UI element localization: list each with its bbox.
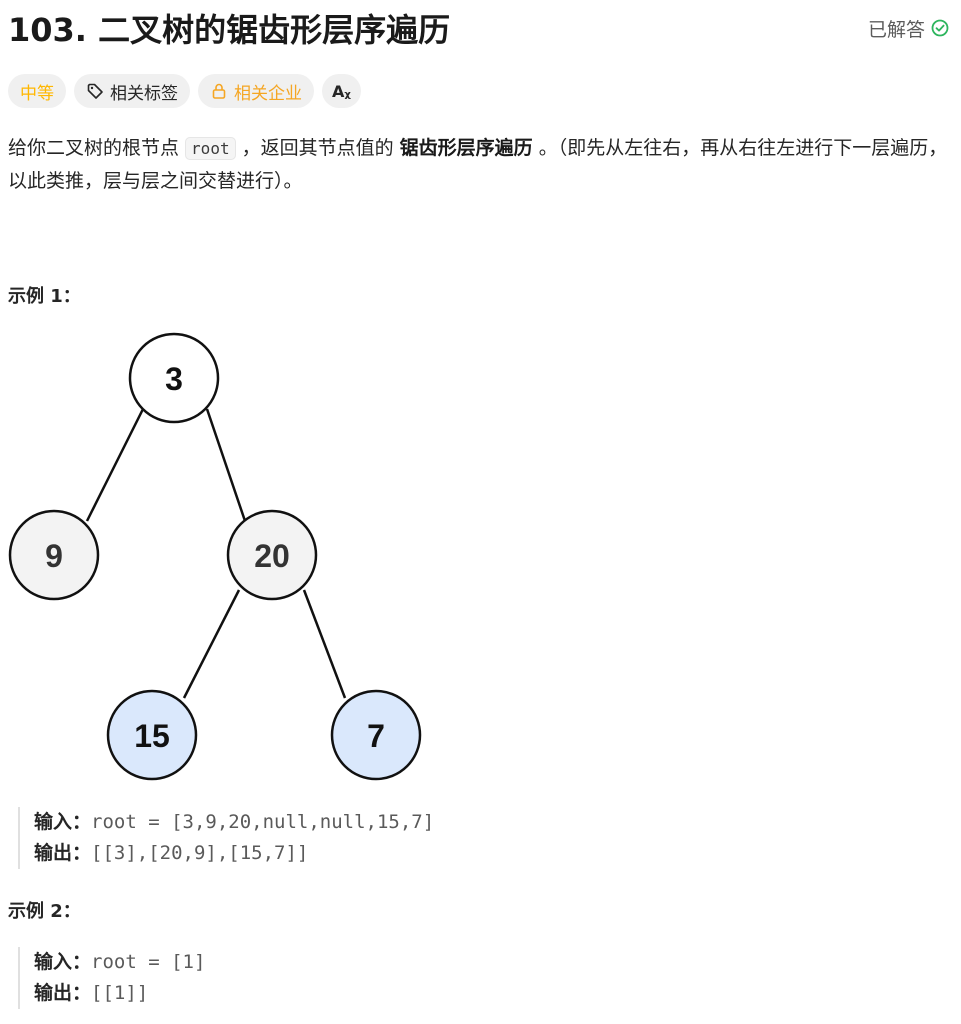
example-2-title: 示例 2： [8, 901, 81, 922]
input-value: root = [1] [91, 951, 206, 973]
difficulty-badge[interactable]: 中等 [8, 74, 66, 108]
lock-icon [212, 83, 226, 99]
tree-node-root: 3 [128, 332, 220, 424]
output-value: [[1]] [91, 982, 149, 1004]
output-value: [[3],[20,9],[15,7]] [91, 842, 309, 864]
description-text-1: 给你二叉树的根节点 [8, 137, 186, 159]
tree-node-right: 20 [226, 509, 318, 601]
tree-edge [182, 589, 241, 699]
tree-node-left: 9 [8, 509, 100, 601]
description-text-3: 。（即先从左往右，再从右往左进行下一层遍历，以此类推，层与层之间交替进行）。 [8, 137, 948, 192]
tree-node-label: 15 [134, 718, 170, 754]
input-value: root = [3,9,20,null,null,15,7] [91, 811, 435, 833]
inline-code-root: root [185, 137, 236, 160]
related-companies-label: 相关企业 [234, 83, 302, 104]
problem-title[interactable]: 103. 二叉树的锯齿形层序遍历 [8, 11, 451, 49]
example-1-io: 输入：root = [3,9,20,null,null,15,7] 输出：[[3… [18, 807, 434, 869]
difficulty-label: 中等 [20, 83, 54, 104]
tree-edge [205, 408, 247, 522]
solved-label: 已解答 [867, 18, 925, 41]
tree-node-label: 9 [45, 538, 63, 574]
example-1-output-line: 输出：[[3],[20,9],[15,7]] [34, 838, 434, 869]
example-1-input-line: 输入：root = [3,9,20,null,null,15,7] [34, 807, 434, 838]
related-tags-button[interactable]: 相关标签 [74, 74, 190, 108]
output-label: 输出： [34, 982, 92, 1004]
tag-bar: 中等 相关标签 相关企业 Aᵪ [8, 74, 361, 108]
tree-node-label: 20 [254, 538, 290, 574]
solved-status: 已解答 [868, 15, 949, 42]
output-label: 输出： [34, 842, 92, 864]
example-2-input-line: 输入：root = [1] [34, 947, 205, 978]
tree-node-right-left: 15 [106, 689, 198, 781]
related-companies-button[interactable]: 相关企业 [198, 74, 314, 108]
tag-icon [87, 83, 103, 99]
example-1-title: 示例 1： [8, 286, 81, 307]
example-2-output-line: 输出：[[1]] [34, 978, 205, 1009]
related-tags-label: 相关标签 [110, 83, 178, 104]
description-bold: 锯齿形层序遍历 [399, 137, 533, 159]
check-circle-icon [931, 19, 949, 37]
tree-node-right-right: 7 [330, 689, 422, 781]
translate-button[interactable]: Aᵪ [322, 74, 361, 108]
title-row: 103. 二叉树的锯齿形层序遍历 已解答 [8, 4, 949, 52]
tree-edge [302, 589, 347, 699]
tree-edge [85, 408, 145, 522]
translate-icon: Aᵪ [332, 81, 351, 101]
problem-description: 给你二叉树的根节点 root ，返回其节点值的 锯齿形层序遍历 。（即先从左往右… [8, 132, 948, 197]
input-label: 输入： [34, 951, 92, 973]
example-1-tree-diagram: 3 9 20 15 7 [8, 332, 422, 781]
example-2-io: 输入：root = [1] 输出：[[1]] [18, 947, 205, 1009]
description-text-2: ，返回其节点值的 [235, 137, 400, 159]
tree-node-label: 3 [165, 361, 183, 397]
input-label: 输入： [34, 811, 92, 833]
tree-node-label: 7 [367, 718, 385, 754]
